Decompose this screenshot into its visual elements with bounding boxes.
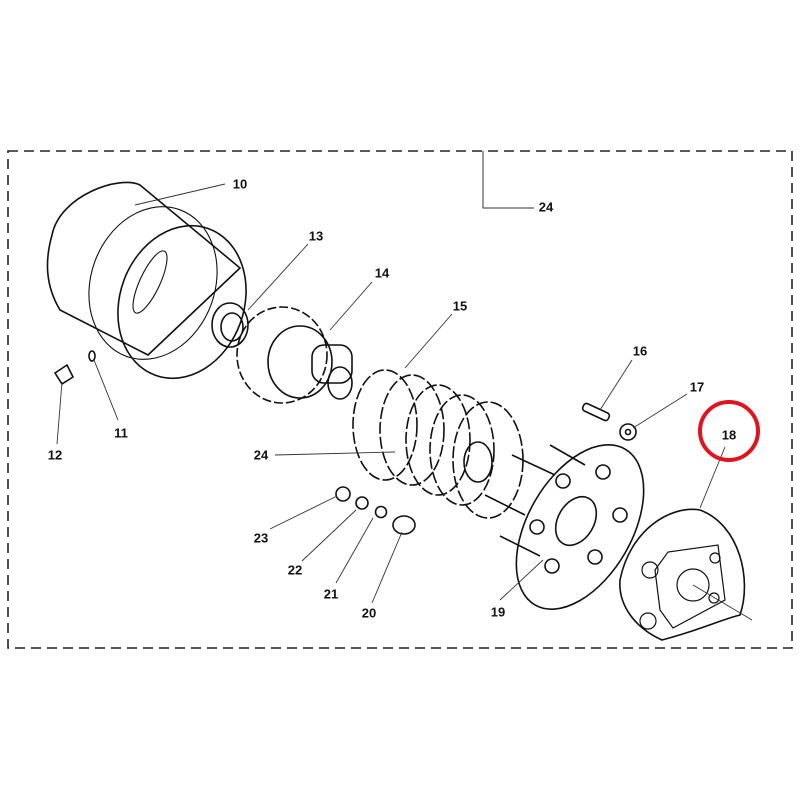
highlight-circle-18 [698,400,760,462]
callout-21: 21 [323,586,339,602]
callout-24-left: 24 [253,447,269,463]
callout-23: 23 [253,530,269,546]
part-18-adapter [619,508,746,641]
callout-14: 14 [374,265,390,281]
callout-20: 20 [361,605,377,621]
callout-18: 18 [721,427,737,443]
callout-12: 12 [47,447,63,463]
leader-24-bracket [482,151,534,209]
leader-lines [56,183,753,621]
callout-17: 17 [689,379,705,395]
part-14-hub [236,306,353,404]
callout-11: 11 [114,425,128,441]
part-10-drum [46,181,247,380]
kit-boundary [7,150,793,649]
callout-15: 15 [452,298,468,314]
callout-19: 19 [490,604,506,620]
part-11-12-screw [53,350,96,386]
part-17-washer [619,423,637,441]
callout-10: 10 [232,176,248,192]
callout-16: 16 [632,343,648,359]
part-15-discs [352,369,524,519]
callout-13: 13 [308,228,324,244]
part-20-23-hardware [335,486,416,535]
part-16-bolt [581,402,611,422]
callout-24-top: 24 [538,199,554,215]
part-19-plate [484,444,645,610]
part-13-ring [211,302,249,348]
callout-22: 22 [287,562,303,578]
